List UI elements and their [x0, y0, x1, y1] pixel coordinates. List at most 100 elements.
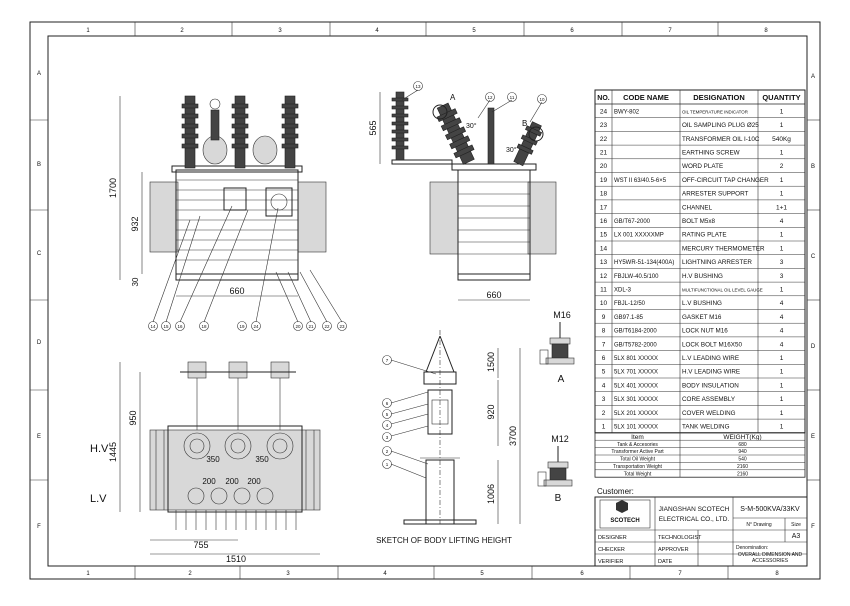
cell-designation: GASKET M16	[682, 314, 722, 321]
front-tank-fins	[176, 179, 298, 261]
front-balloons: 14 15 16 18 19 24 20 21 22 23	[148, 321, 347, 331]
balloon: 5	[386, 412, 389, 417]
balloon: 19	[239, 324, 245, 329]
header-no: NO.	[597, 95, 610, 102]
grid-col-bottom: 4	[383, 571, 387, 577]
size-label: Size	[791, 522, 801, 528]
cell-quantity: 1	[780, 355, 784, 362]
cell-designation: LOCK NUT M16	[682, 328, 728, 335]
cell-code-name: 5LX 801 XXXXX	[614, 356, 658, 362]
cell-designation: MULTIFUNCTIONAL OIL LEVEL GAUGE	[682, 287, 763, 292]
grid-row-ticks	[30, 119, 820, 481]
lifting-sketch: 1500 920 3700 1006 7 6 5 4 3 2 1 SKETCH …	[376, 330, 521, 545]
cell-no: 2	[602, 410, 606, 417]
front-tank	[175, 169, 299, 275]
grid-col-bottom: 5	[480, 571, 484, 577]
cell-code-name: 5LX 701 XXXXX	[614, 370, 658, 376]
grid-col-top: 1	[86, 28, 90, 34]
balloon: 18	[201, 324, 207, 329]
cell-no: 23	[600, 122, 608, 129]
company-line1: JIANGSHAN SCOTECH	[659, 506, 730, 513]
cell-designation: H.V LEADING WIRE	[682, 369, 740, 376]
cell-no: 9	[602, 314, 606, 321]
balloon: 20	[295, 324, 301, 329]
cell-quantity: 1	[780, 396, 784, 403]
balloon: 11	[510, 95, 515, 100]
weights-value: 940	[738, 449, 747, 455]
cell-designation: H.V BUSHING	[682, 273, 723, 280]
cell-quantity: 540Kg	[772, 136, 791, 143]
cell-quantity: 1	[780, 191, 784, 198]
cell-designation: BODY INSULATION	[682, 382, 739, 389]
balloon: 12	[487, 95, 493, 100]
side-arrester-support	[391, 159, 453, 165]
cell-code-name: LX 001 XXXXXMP	[614, 233, 664, 239]
spacing-200: 200	[225, 477, 239, 486]
balloon: 10	[539, 97, 545, 102]
cell-no: 14	[600, 245, 608, 252]
balloon: 16	[177, 324, 183, 329]
grid-col-bottom: 7	[678, 571, 682, 577]
dim-3700: 3700	[508, 426, 518, 446]
designer-label: DESIGNER	[598, 535, 627, 541]
cell-no: 8	[602, 328, 606, 335]
cell-no: 22	[600, 136, 608, 143]
grid-col-bottom: 8	[775, 571, 779, 577]
lift-sling	[425, 335, 455, 373]
denomination-label: Denomination:	[736, 545, 768, 551]
cell-code-name: 5LX 401 XXXXX	[614, 383, 658, 389]
grid-row-left: E	[37, 434, 41, 440]
cell-quantity: 1	[780, 108, 784, 115]
weights-value: 2160	[737, 464, 748, 470]
balloon: 2	[386, 449, 389, 454]
side-tank-fins	[458, 181, 530, 255]
balloon: 14	[150, 324, 156, 329]
balloon: 1	[386, 462, 389, 467]
weights-item: Transportation Weight	[613, 464, 663, 470]
balloon: 13	[415, 84, 421, 89]
cell-quantity: 2	[780, 163, 784, 170]
label-hv: H.V	[90, 443, 109, 455]
grid-col-top: 3	[278, 28, 282, 34]
weights-header-item: Item	[631, 434, 644, 441]
cell-quantity: 1	[780, 410, 784, 417]
cell-no: 6	[602, 355, 606, 362]
front-radiator-right	[297, 181, 327, 253]
grid-row-right: B	[811, 164, 815, 170]
cell-quantity: 1	[780, 122, 784, 129]
weights-header-weight: WEIGHT(Kg)	[723, 434, 761, 441]
cell-code-name: BWY-802	[614, 109, 640, 115]
grid-col-ticks	[134, 22, 729, 579]
lift-leaders	[390, 359, 437, 479]
cell-designation: EARTHING SCREW	[682, 149, 740, 156]
cell-code-name: 5LX 101 XXXXX	[614, 424, 658, 430]
dim-755: 755	[193, 540, 208, 550]
grid-row-right: D	[811, 344, 816, 350]
dim-1510: 1510	[226, 554, 246, 564]
side-bushing-top-a	[432, 104, 448, 120]
cell-no: 4	[602, 382, 606, 389]
detail-b-label: B	[555, 493, 562, 504]
header-quantity: QUANTITY	[762, 93, 800, 102]
mark-b: B	[522, 119, 527, 128]
cell-designation: ARRESTER SUPPORT	[682, 191, 749, 198]
header-designation: DESIGNATION	[693, 93, 745, 102]
grid-col-top: 7	[668, 28, 672, 34]
spacing-350b: 350	[255, 455, 269, 464]
cell-code-name: 5LX 301 XXXXX	[614, 397, 658, 403]
cell-quantity: 1	[780, 382, 784, 389]
table-row: 4 5LX 401 XXXXX BODY INSULATION 1	[602, 382, 784, 389]
cell-quantity: 1	[780, 149, 784, 156]
side-balloons: 13 12 11 10	[413, 81, 547, 104]
